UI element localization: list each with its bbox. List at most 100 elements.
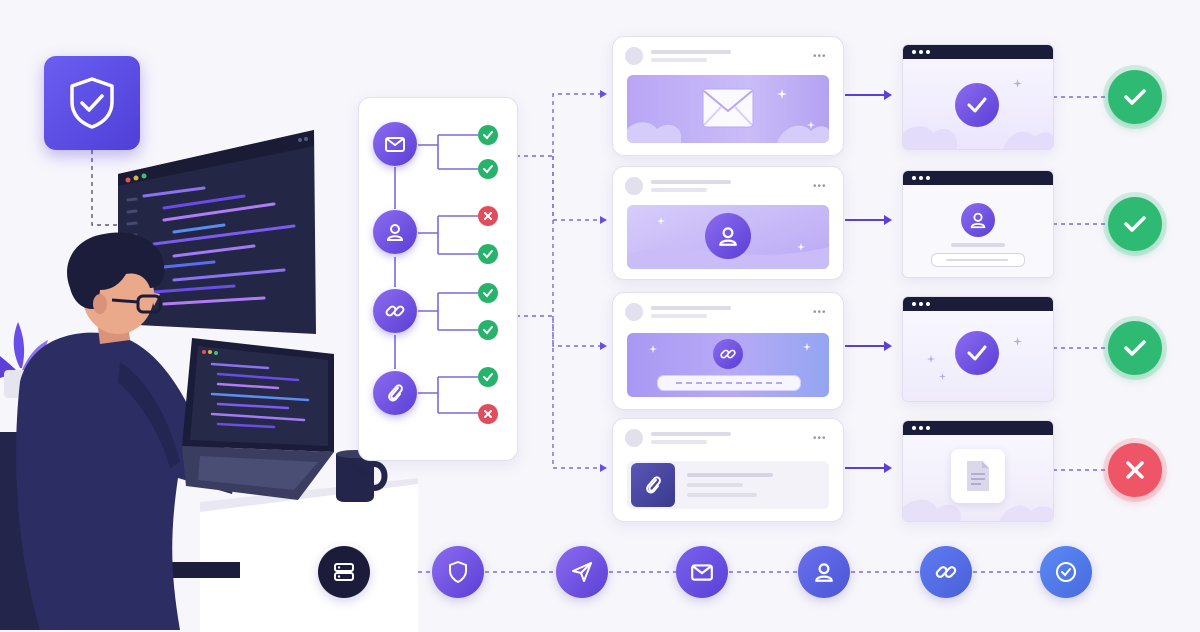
- sparkle-icon: [797, 243, 805, 251]
- avatar: [625, 429, 643, 447]
- user-icon: [719, 227, 737, 246]
- url-field: [657, 375, 801, 391]
- envelope-icon: [385, 137, 405, 152]
- message-preview: [627, 205, 829, 269]
- link-icon: [935, 566, 957, 578]
- checks-tree-lines: [394, 134, 478, 414]
- tree-node-user: [373, 210, 417, 254]
- link-icon: [720, 349, 736, 359]
- link-badge: [713, 339, 743, 369]
- sparkle-icon: [1013, 79, 1022, 88]
- more-options-icon[interactable]: •••: [813, 51, 827, 62]
- check-icon: [483, 165, 493, 174]
- tree-result-success: [478, 244, 498, 264]
- document-icon: [967, 461, 989, 491]
- window-titlebar: [903, 421, 1053, 435]
- message-card-envelope: •••: [612, 36, 844, 156]
- sparkle-icon: [777, 89, 787, 99]
- tree-node-paperclip: [373, 371, 417, 415]
- window-titlebar: [903, 297, 1053, 311]
- check-circle-icon: [1056, 562, 1076, 582]
- laptop: [182, 338, 334, 500]
- more-options-icon[interactable]: •••: [813, 433, 827, 444]
- envelope-icon: [691, 564, 713, 581]
- final-result-success: [1108, 321, 1162, 375]
- shield-icon: [449, 561, 467, 583]
- sparkle-icon: [927, 355, 935, 363]
- check-icon: [483, 326, 493, 335]
- pipeline-step-shield[interactable]: [432, 546, 484, 598]
- tree-result-success: [478, 159, 498, 179]
- tree-node-link: [373, 289, 417, 333]
- link-icon: [385, 305, 405, 317]
- more-options-icon[interactable]: •••: [813, 181, 827, 192]
- user-icon: [970, 212, 986, 229]
- pipeline-step-link[interactable]: [920, 546, 972, 598]
- window-controls: [912, 176, 930, 180]
- check-icon: [483, 373, 493, 382]
- tree-result-success: [478, 125, 498, 145]
- user-icon: [815, 563, 833, 582]
- avatar: [625, 303, 643, 321]
- profile-avatar: [961, 203, 995, 237]
- more-options-icon[interactable]: •••: [813, 307, 827, 318]
- tree-result-error: [478, 404, 498, 424]
- avatar: [625, 47, 643, 65]
- avatar: [625, 177, 643, 195]
- window-controls: [912, 50, 930, 54]
- sparkle-icon: [939, 373, 946, 380]
- check-icon: [483, 131, 493, 140]
- message-card-attachment: •••: [612, 418, 844, 522]
- send-icon: [572, 562, 592, 582]
- check-icon: [483, 250, 493, 259]
- sparkle-icon: [807, 121, 815, 129]
- security-shield-badge: [44, 56, 140, 150]
- approved-badge: [955, 331, 999, 375]
- tree-result-success: [478, 283, 498, 303]
- message-preview: [627, 333, 829, 397]
- final-result-success: [1108, 197, 1162, 251]
- outcome-window-approved: [902, 296, 1054, 402]
- paperclip-icon: [646, 476, 661, 494]
- close-icon: [484, 212, 492, 220]
- close-icon: [1126, 461, 1144, 479]
- pipeline-step-server[interactable]: [318, 546, 370, 598]
- user-avatar-icon: [705, 213, 751, 259]
- cloud-decoration: [903, 499, 1053, 521]
- check-icon: [1124, 89, 1146, 105]
- sparkle-icon: [649, 345, 657, 353]
- message-preview: [627, 75, 829, 143]
- tree-node-envelope: [373, 122, 417, 166]
- document-tile: [951, 449, 1005, 503]
- code-monitor: [118, 130, 316, 334]
- sparkle-icon: [657, 217, 665, 225]
- envelope-icon: [702, 88, 754, 128]
- server-icon: [334, 563, 354, 581]
- user-icon: [386, 224, 404, 241]
- final-result-success: [1108, 70, 1162, 124]
- window-titlebar: [903, 45, 1053, 59]
- pipeline-step-send[interactable]: [556, 546, 608, 598]
- pipeline-step-user[interactable]: [798, 546, 850, 598]
- attachment-badge[interactable]: [631, 463, 675, 507]
- pipeline-step-envelope[interactable]: [676, 546, 728, 598]
- tree-result-error: [478, 206, 498, 226]
- cloud-decoration: [903, 126, 1053, 149]
- window-controls: [912, 302, 930, 306]
- check-icon: [967, 345, 987, 361]
- tree-result-success: [478, 367, 498, 387]
- outcome-window-document: [902, 420, 1054, 522]
- check-icon: [1124, 340, 1146, 356]
- attachment-row: [627, 461, 829, 509]
- tree-result-success: [478, 320, 498, 340]
- window-controls: [912, 426, 930, 430]
- pipeline-step-check[interactable]: [1040, 546, 1092, 598]
- check-icon: [1124, 216, 1146, 232]
- close-icon: [484, 410, 492, 418]
- message-card-link: •••: [612, 292, 844, 410]
- outcome-window-profile: [902, 170, 1054, 278]
- outcome-window-verified: [902, 44, 1054, 150]
- check-icon: [967, 97, 987, 113]
- window-titlebar: [903, 171, 1053, 185]
- paperclip-icon: [388, 384, 403, 402]
